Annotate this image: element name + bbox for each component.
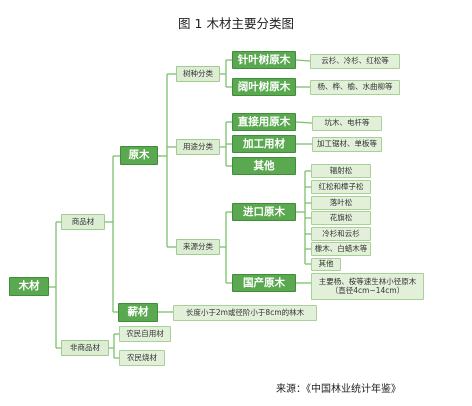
node-direct-use-examples: 坑木、电杆等 — [312, 116, 382, 131]
node-import-oak-ash: 橡木、白蜡木等 — [311, 242, 371, 256]
node-farmer-fuel: 农民烧材 — [119, 350, 165, 366]
node-farmer-own-use: 农民自用材 — [119, 326, 171, 342]
node-import-larch: 落叶松 — [311, 196, 371, 210]
source-note: 来源：《中国林业统计年鉴》 — [276, 384, 401, 395]
node-broadleaf-log: 阔叶树原木 — [232, 78, 296, 96]
node-fuelwood-desc: 长度小于2m或径阶小于8cm的林木 — [173, 305, 317, 321]
node-log: 原木 — [120, 146, 158, 165]
node-noncommercial-wood: 非商品材 — [61, 340, 109, 356]
connector-segment — [295, 121, 313, 124]
node-import-radiata-pine: 辐射松 — [311, 164, 371, 178]
node-conifer-examples: 云杉、冷杉、红松等 — [310, 54, 400, 69]
node-fuelwood: 薪材 — [118, 303, 158, 322]
node-import-fir-spruce: 冷杉和云杉 — [311, 227, 371, 241]
node-domestic-log: 国产原木 — [232, 274, 296, 292]
connector-segment — [295, 59, 311, 62]
node-direct-use-log: 直接用原木 — [232, 113, 296, 131]
node-import-korean-pine: 红松和樟子松 — [311, 180, 371, 194]
node-domestic-desc: 主要杨、桉等速生林小径原木 （直径4cm~14cm） — [311, 273, 424, 300]
node-wood: 木材 — [9, 277, 49, 296]
node-by-source: 来源分类 — [176, 239, 220, 255]
node-conifer-log: 针叶树原木 — [232, 51, 296, 69]
node-other-use: 其他 — [232, 157, 296, 175]
node-import-other: 其他 — [311, 258, 341, 271]
node-import-douglas-fir: 花旗松 — [311, 211, 371, 225]
node-broadleaf-examples: 杨、桦、榆、水曲柳等 — [310, 80, 400, 95]
node-by-species: 树种分类 — [176, 66, 220, 82]
node-processing-examples: 加工锯材、单板等 — [312, 137, 382, 152]
node-by-use: 用途分类 — [176, 139, 220, 155]
node-processing-wood: 加工用材 — [232, 135, 296, 153]
node-commercial-wood: 商品材 — [61, 214, 105, 230]
diagram-title: 图 1 木材主要分类图 — [178, 16, 294, 31]
node-imported-log: 进口原木 — [232, 203, 296, 221]
